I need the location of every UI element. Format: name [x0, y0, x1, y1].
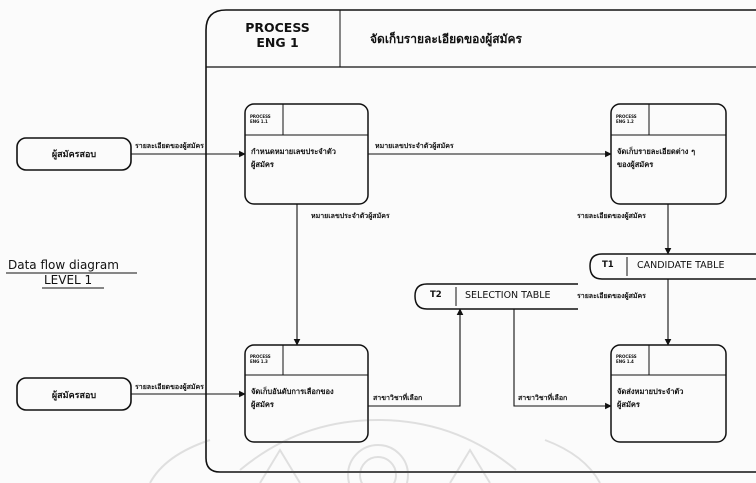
entity-top-label: ผู้สมัครสอบ [51, 150, 97, 160]
watermark-seal [149, 418, 601, 483]
main-process-id: PROCESS ENG 1 [245, 20, 310, 50]
flow-label-t2-p14: สาขาวิชาที่เลือก [518, 394, 568, 402]
process-boundary [205, 9, 756, 473]
flow-label-t1-p14: รายละเอียดของผู้สมัคร [577, 292, 646, 300]
process-1-1-id: PROCESS ENG 1.1 [250, 114, 271, 124]
flow-label-entity-p13: รายละเอียดของผู้สมัคร [135, 383, 204, 391]
flow-label-p13-t2: สาขาวิชาที่เลือก [373, 394, 423, 402]
main-process-title: จัดเก็บรายละเอียดของผู้สมัคร [370, 32, 522, 46]
flow-label-p11-p12: หมายเลขประจำตัวผู้สมัคร [375, 142, 454, 150]
flow-t2-p14 [513, 309, 612, 410]
store-t2-name: SELECTION TABLE [465, 290, 551, 301]
flow-label-p12-t1: รายละเอียดของผู้สมัคร [577, 212, 646, 220]
store-t1-name: CANDIDATE TABLE [637, 260, 725, 271]
flow-p13-t2 [368, 308, 464, 407]
flow-label-p11-p13: หมายเลขประจำตัวผู้สมัคร [311, 212, 390, 220]
process-1-2-text: จัดเก็บรายละเอียดต่าง ๆ ของผู้สมัคร [617, 147, 696, 169]
store-t1-shape [589, 253, 756, 280]
process-1-3-id: PROCESS ENG 1.3 [250, 354, 271, 364]
diagram-caption-line2: LEVEL 1 [44, 273, 93, 287]
process-1-1-text: กำหนดหมายเลขประจำตัว ผู้สมัคร [251, 147, 336, 169]
flow-label-entity-p11: รายละเอียดของผู้สมัคร [135, 142, 204, 150]
store-t1-id: T1 [602, 260, 614, 270]
process-1-2-id: PROCESS ENG 1.2 [616, 114, 637, 124]
process-1-4-id: PROCESS ENG 1.4 [616, 354, 637, 364]
process-1-4-text: จัดส่งหมายประจำตัว ผู้สมัคร [617, 387, 684, 409]
store-t2-shape [414, 283, 578, 310]
entity-bottom-label: ผู้สมัครสอบ [51, 391, 97, 401]
diagram-caption-line1: Data flow diagram [8, 258, 119, 272]
process-1-3-text: จัดเก็บอันดับการเลือกของ ผู้สมัคร [251, 387, 334, 409]
store-t2-id: T2 [430, 290, 442, 300]
